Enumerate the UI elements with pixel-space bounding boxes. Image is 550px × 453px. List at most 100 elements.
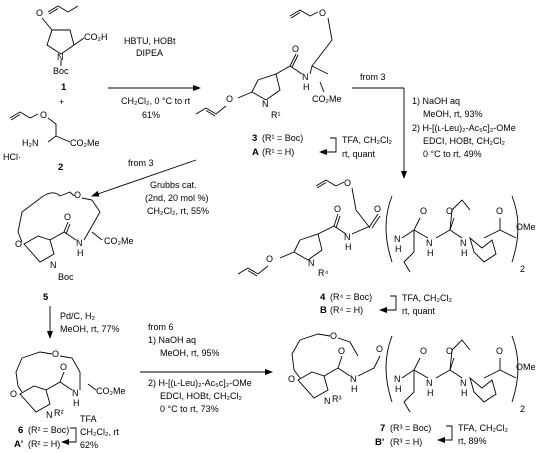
h-label: H	[427, 248, 434, 258]
h-label: H	[345, 242, 352, 252]
nitrogen-label: N	[308, 258, 315, 268]
cond-deprotect4-2: rt, quant	[402, 306, 436, 316]
compound-1-structure: O N CO₂H Boc	[36, 5, 108, 76]
nitrogen-label: N	[324, 396, 331, 406]
oxygen-label: O	[60, 362, 67, 372]
oxygen-label: O	[496, 346, 503, 356]
cond-step1-reagents: HBTU, HOBt	[124, 36, 176, 46]
nitrogen-label: N	[344, 232, 351, 242]
h-label: H	[73, 398, 80, 408]
cond-coupling3-5: 0 °C to rt, 49%	[423, 149, 482, 159]
nitrogen-label: N	[262, 99, 269, 109]
compound-B-label: B	[320, 305, 327, 316]
compound-A2-label: A'	[14, 439, 23, 450]
oxygen-label: O	[288, 374, 295, 384]
compound-3-r1: (R¹ = Boc)	[262, 133, 303, 143]
compound-4-structure: O N R⁴ O N H O O N H O N H O N H	[237, 178, 536, 278]
oxygen-label: O	[374, 204, 381, 214]
h2n-label: H₂N	[22, 138, 39, 148]
cond-deprotect7-2: rt, 89%	[458, 436, 487, 446]
compound-B-r4: (R⁴ = H)	[330, 305, 363, 315]
oxygen-label: O	[266, 254, 273, 264]
cond-step1-base: DIPEA	[136, 48, 163, 58]
cond-grubbs-3: CH₂Cl₂, rt, 55%	[147, 206, 209, 216]
compound-6-label: 6	[18, 425, 23, 436]
cond-coupling3-1: 1) NaOH aq	[412, 96, 460, 106]
oxygen-label: O	[40, 110, 47, 120]
compound-5-label: 5	[43, 292, 49, 303]
oxygen-label: O	[319, 8, 326, 18]
co2me-label: CO₂Me	[104, 236, 134, 246]
r2-label: R²	[54, 408, 64, 418]
nitrogen-label: N	[460, 378, 467, 388]
compound-1-label: 1	[61, 82, 67, 93]
nitrogen-label: N	[50, 260, 57, 270]
cond-step1-yield: 61%	[142, 110, 160, 120]
cond-step1-solvent: CH₂Cl₂, 0 °C to rt	[121, 96, 191, 106]
deprotection-arrow-3	[319, 137, 337, 155]
oxygen-label: O	[52, 349, 59, 359]
co2me-label: CO₂Me	[96, 386, 126, 396]
plus-sign: +	[59, 97, 64, 107]
hcl-label: HCl·	[3, 152, 21, 162]
cond-deprotect3-2: rt, quant	[342, 149, 376, 159]
deprotection-arrow-7	[437, 425, 453, 443]
oxygen-label: O	[338, 346, 345, 356]
compound-6-r2: (R² = Boc)	[28, 425, 69, 435]
cond-coupling3-4: EDCI, HOBt, CH₂Cl₂	[423, 136, 505, 146]
h-label: H	[461, 248, 468, 258]
cond-deprotect6-1: TFA	[80, 414, 97, 424]
cond-coupling3-3: 2) H-[(ʟ-Leu)₂-Ac₅c]₂-OMe	[412, 123, 516, 133]
from6-label: from 6	[148, 322, 174, 332]
route-arrow-to-5	[91, 159, 197, 197]
cond-deprotect7-1: TFA, CH₂Cl₂	[458, 423, 508, 433]
compound-3-label: 3	[252, 133, 257, 144]
oxygen-label: O	[496, 206, 503, 216]
compound-B2-label: B'	[375, 437, 384, 448]
cond-coupling6-1: 1) NaOH aq	[148, 335, 196, 345]
oxygen-label: O	[376, 344, 383, 354]
h-label: H	[77, 248, 84, 258]
cond-deprotect6-2: CH₂Cl₂, rt	[80, 427, 119, 437]
cond-deprotect3-1: TFA, CH₂Cl₂	[342, 135, 392, 145]
oxygen-label: O	[344, 178, 351, 188]
nitrogen-label: N	[394, 374, 401, 384]
compound-3-structure: O N R¹ O N H CO₂Me O	[195, 8, 342, 120]
oxygen-label: O	[74, 190, 81, 200]
cond-grubbs-2: (2nd, 20 mol %)	[145, 193, 209, 203]
nitrogen-label: N	[46, 410, 53, 420]
co2me-label: CO₂Me	[312, 94, 342, 104]
oxygen-label: O	[334, 204, 341, 214]
compound-2-label: 2	[58, 162, 63, 173]
h-label: H	[427, 388, 434, 398]
nh-label: N	[302, 72, 309, 82]
co2me-label: CO₂Me	[70, 138, 100, 148]
oxygen-label: O	[330, 331, 337, 341]
r1-label: R¹	[271, 110, 281, 120]
compound-5-structure: O O N Boc O N H CO₂Me	[15, 190, 134, 282]
oxygen-label: O	[420, 206, 427, 216]
oxygen-label: O	[64, 212, 71, 222]
oxygen-label: O	[15, 239, 22, 249]
nitrogen-label: N	[426, 238, 433, 248]
oxygen-label: O	[292, 44, 299, 54]
nitrogen-label: N	[72, 388, 79, 398]
oxygen-label: O	[10, 389, 17, 399]
compound-A2-r2: (R² = H)	[28, 439, 60, 449]
boc-label: Boc	[53, 66, 69, 76]
ome-label: OMe	[516, 362, 536, 372]
r4-label: R⁴	[318, 268, 328, 278]
oxygen-label: O	[446, 346, 453, 356]
r3-label: R³	[332, 394, 342, 404]
compound-A-r1: (R¹ = H)	[262, 147, 294, 157]
nitrogen-label: N	[394, 234, 401, 244]
cond-hydrogenation-2: MeOH, rt, 77%	[60, 324, 120, 334]
from3-label-top: from 3	[360, 72, 386, 82]
nitrogen-label: N	[57, 52, 64, 62]
compound-7-r3: (R³ = Boc)	[390, 423, 431, 433]
compound-A-label: A	[252, 147, 259, 158]
from3-label-mid: from 3	[128, 158, 154, 168]
compound-6-structure: O O N R² O N H CO₂Me	[10, 349, 126, 420]
compound-7-label: 7	[380, 423, 385, 434]
